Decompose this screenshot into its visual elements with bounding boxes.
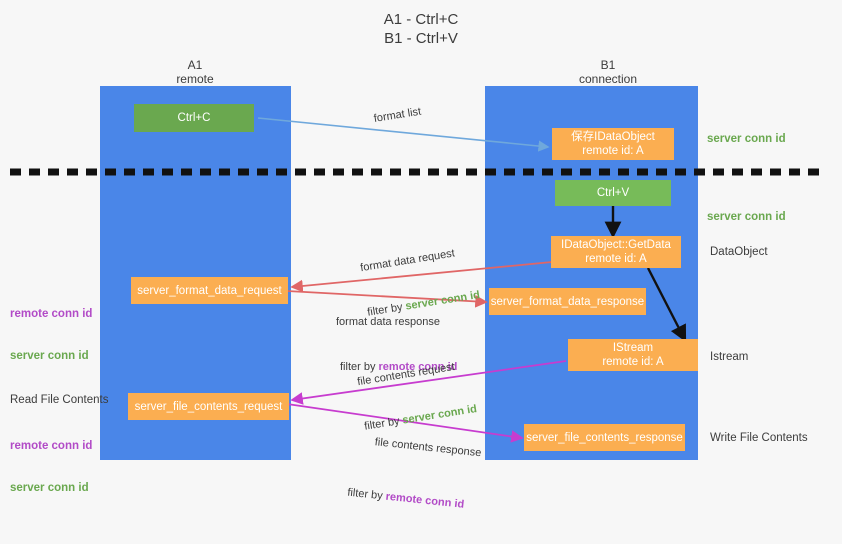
edge-label-format-data-response: format data response filter by remote co…: [336, 285, 457, 405]
annotation-left-conn-ids-mid: remote conn id server conn id: [10, 279, 92, 391]
edge-label-format-list: format list: [372, 105, 422, 125]
edge-label-line: format data request: [359, 247, 456, 275]
edge-label-filter: filter by remote conn id: [347, 486, 477, 514]
diagram-canvas: A1 - Ctrl+C B1 - Ctrl+V A1 remote B1 con…: [10, 11, 822, 511]
lane-header-a1: A1 remote: [176, 58, 214, 86]
annotation-server-conn-id-top: server conn id: [707, 133, 786, 145]
node-server-format-data-response[interactable]: server_format_data_response: [489, 288, 646, 315]
annotation-server-conn-id-mid: server conn id: [707, 211, 786, 223]
node-getdata[interactable]: IDataObject::GetData remote id: A: [551, 236, 681, 268]
node-ctrl-v[interactable]: Ctrl+V: [555, 180, 671, 206]
annotation-istream: Istream: [710, 351, 749, 363]
node-server-file-contents-response[interactable]: server_file_contents_response: [524, 424, 685, 451]
filter-value: remote conn id: [385, 490, 465, 511]
edge-label-filter: filter by remote conn id: [340, 360, 457, 375]
edge-label-line: format data response: [336, 316, 440, 328]
annotation-read-file-contents: Read File Contents: [10, 394, 109, 406]
node-save-idataobject[interactable]: 保存IDataObject remote id: A: [552, 128, 674, 160]
filter-prefix: filter by: [340, 361, 379, 373]
annotation-remote-conn-id: remote conn id: [10, 308, 93, 320]
node-server-file-contents-request[interactable]: server_file_contents_request: [128, 393, 289, 420]
annotation-server-conn-id: server conn id: [10, 482, 89, 494]
filter-value: remote conn id: [378, 361, 458, 373]
annotation-dataobject: DataObject: [710, 246, 768, 258]
annotation-write-file-contents: Write File Contents: [710, 432, 808, 444]
annotation-server-conn-id: server conn id: [10, 350, 89, 362]
lane-header-b1: B1 connection: [578, 58, 638, 86]
page-title: A1 - Ctrl+C B1 - Ctrl+V: [383, 11, 459, 47]
edge-label-line: file contents response: [374, 436, 482, 460]
node-istream[interactable]: IStream remote id: A: [568, 339, 698, 371]
node-server-format-data-request[interactable]: server_format_data_request: [131, 277, 288, 304]
annotation-left-conn-ids-bottom: remote conn id server conn id: [10, 411, 92, 523]
node-ctrl-c[interactable]: Ctrl+C: [134, 104, 254, 132]
edge-label-line: file contents request: [356, 360, 456, 389]
annotation-remote-conn-id: remote conn id: [10, 440, 93, 452]
filter-prefix: filter by: [346, 486, 387, 503]
edge-label-file-contents-response: file contents response filter by remote …: [347, 405, 485, 543]
